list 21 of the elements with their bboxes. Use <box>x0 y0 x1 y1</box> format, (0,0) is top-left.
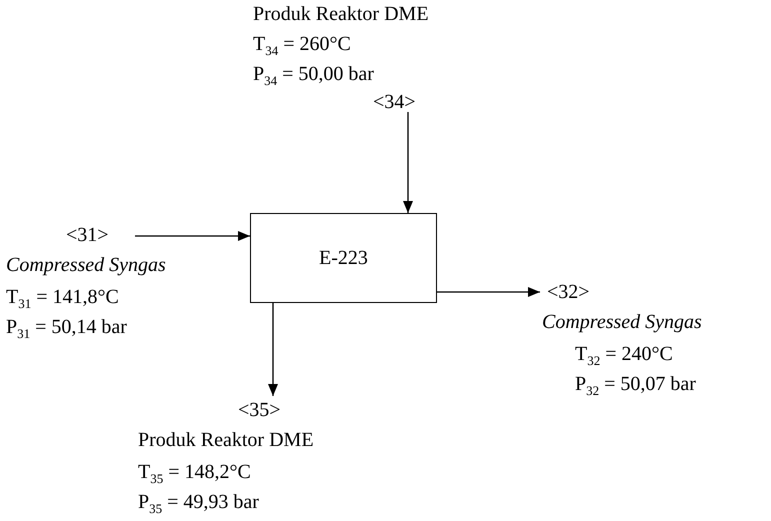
stream-label: <34> <box>373 90 416 114</box>
arrow <box>268 303 278 396</box>
stream-name: Produk Reaktor DME <box>138 428 314 452</box>
pressure-label: P$_{31}$ = 50,14 bar <box>6 315 127 343</box>
pressure-label: P$_{35}$ = 49,93 bar <box>138 490 259 518</box>
stream-name: Produk Reaktor DME <box>253 2 429 26</box>
temperature-label: T$_{35}$ = 148,2°C <box>138 460 251 488</box>
arrow <box>403 112 413 213</box>
stream-label: <31> <box>66 223 109 247</box>
temperature-label: T$_{31}$ = 141,8°C <box>6 285 119 313</box>
arrow <box>135 231 250 241</box>
arrow <box>437 287 540 297</box>
stream-name: Compressed Syngas <box>6 253 166 277</box>
pressure-label: P$_{32}$ = 50,07 bar <box>575 372 696 400</box>
heat-exchanger-box: E-223 <box>250 213 437 303</box>
temperature-label: T$_{34}$ = 260°C <box>253 32 351 60</box>
temperature-label: T$_{32}$ = 240°C <box>575 342 673 370</box>
pressure-label: P$_{34}$ = 50,00 bar <box>253 62 374 90</box>
stream-label: <32> <box>547 280 590 304</box>
stream-label: <35> <box>238 398 281 422</box>
stream-name: Compressed Syngas <box>542 310 702 334</box>
